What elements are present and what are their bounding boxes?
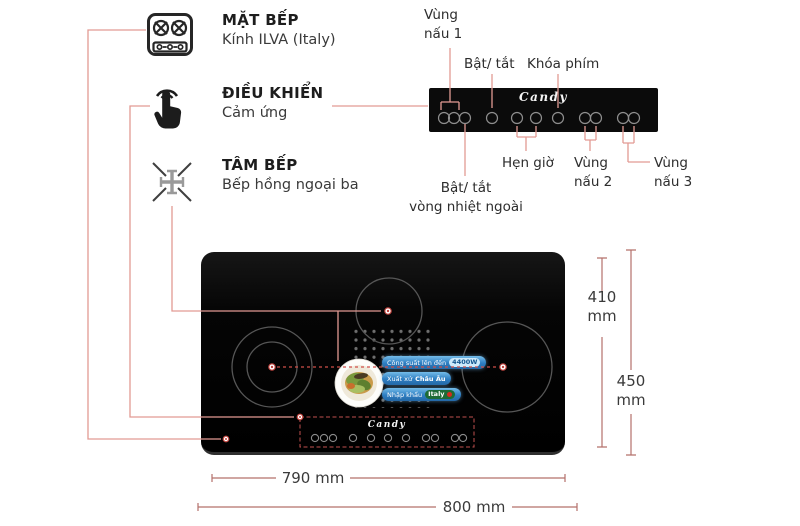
panel-button — [589, 111, 603, 125]
dim-800mm: 800 mm — [442, 498, 506, 516]
badge-origin-text: Xuất xứ — [387, 374, 413, 383]
badge-power-tag: 4400W — [449, 358, 481, 367]
badge-power-text: Công suất lên đến — [387, 358, 447, 367]
panel-button — [529, 111, 543, 125]
label-timer: Hẹn giờ — [502, 155, 554, 171]
panel-button — [616, 111, 630, 125]
label-power: Bật/ tắt — [464, 56, 515, 72]
panel-button — [578, 111, 592, 125]
food-plate — [334, 358, 384, 408]
badge-import: Nhập khẩu Italy — [382, 388, 461, 401]
feature-surface-title: MẶT BẾP — [222, 11, 299, 29]
badge-import-text: Nhập khẩu — [387, 390, 423, 399]
feature-control: ĐIỀU KHIỂN Cảm ứng — [222, 84, 323, 121]
feature-control-title: ĐIỀU KHIỂN — [222, 84, 324, 102]
label-outer-ring-line1: Bật/ tắt — [440, 180, 492, 196]
cooktop-buttons — [310, 433, 468, 443]
feature-center: TÂM BẾP Bếp hồng ngoại ba — [222, 156, 359, 193]
panel-button — [458, 111, 472, 125]
dim-450mm: 450 mm — [616, 372, 646, 409]
control-panel: Candy — [429, 88, 658, 132]
badge-import-tag-text: Italy — [428, 390, 445, 398]
label-zone2: Vùng nấu 2 — [574, 155, 613, 190]
panel-button — [510, 111, 524, 125]
panel-button — [485, 111, 499, 125]
cooktop-brand-logo: Candy — [367, 420, 407, 430]
panel-button — [551, 111, 565, 125]
feature-surface: MẶT BẾP Kính ILVA (Italy) — [222, 11, 336, 48]
burner-center-icon — [152, 162, 192, 202]
label-outer-ring: Bật/ tắt vòng nhiệt ngoài — [406, 179, 526, 217]
feature-center-subtitle: Bếp hồng ngoại ba — [222, 177, 359, 193]
panel-button — [627, 111, 641, 125]
touch-zone-outline — [299, 416, 475, 448]
panel-button — [437, 111, 451, 125]
badge-power: Công suất lên đến 4400W — [382, 356, 487, 369]
burner-left-outer — [231, 326, 313, 408]
dim-790mm: 790 mm — [281, 469, 345, 487]
badge-origin: Xuất xứ Châu Âu — [382, 372, 452, 385]
badge-import-tag: Italy — [425, 390, 455, 399]
badge-origin-tag: Châu Âu — [415, 374, 446, 383]
label-lock: Khóa phím — [527, 56, 600, 72]
panel-button — [447, 111, 461, 125]
dim-410mm: 410 mm — [587, 288, 617, 325]
feature-surface-subtitle: Kính ILVA (Italy) — [222, 32, 336, 48]
panel-brand-logo: Candy — [519, 90, 568, 104]
feature-center-title: TÂM BẾP — [222, 156, 298, 174]
label-zone3: Vùng nấu 3 — [654, 155, 693, 190]
cooktop-image: Candy Công suất lên đến 4400W Xuất xứ Ch… — [201, 252, 565, 455]
burner-left-inner — [246, 341, 298, 393]
label-zone1: Vùng nấu 1 — [424, 7, 463, 42]
gas-stove-icon — [147, 13, 193, 56]
touch-control-icon — [154, 89, 182, 129]
red-dot-icon — [446, 392, 452, 397]
feature-control-subtitle: Cảm ứng — [222, 105, 288, 121]
label-outer-ring-line2: vòng nhiệt ngoài — [409, 198, 523, 215]
panel-buttons — [437, 111, 641, 125]
